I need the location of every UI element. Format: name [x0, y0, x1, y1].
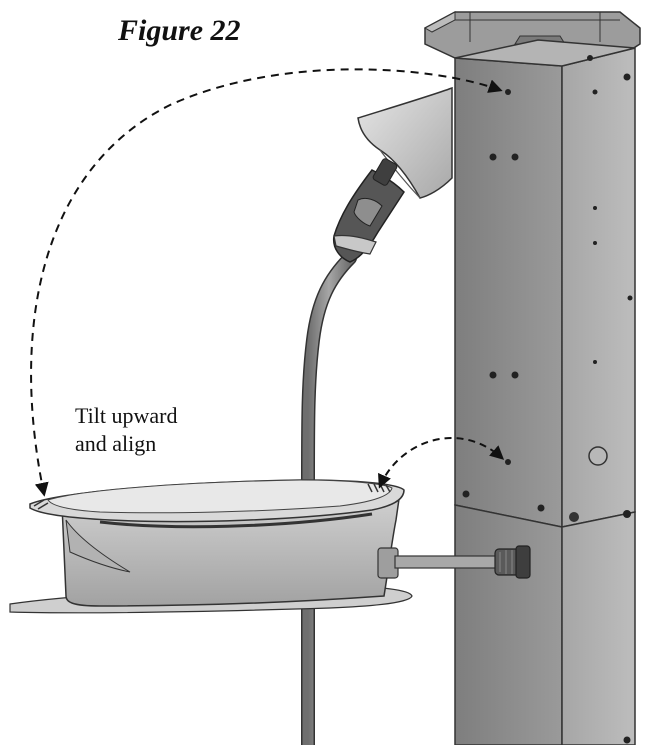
cable-entry-hole [588, 446, 608, 466]
lower-alignment-arrow [378, 437, 505, 489]
cable-holder-bracket [9, 479, 531, 614]
callout-line-1: Tilt upward [75, 403, 178, 428]
holder-mounting-arm [394, 555, 504, 569]
callout-line-2: and align [75, 431, 157, 456]
post-lower-side [561, 511, 636, 745]
pedestal-post [423, 11, 641, 745]
figure-title: Figure 22 [118, 14, 241, 47]
upper-alignment-arrow [30, 68, 503, 497]
tilt-instruction-callout: Tilt upward and align [75, 402, 177, 458]
post-front-face [454, 57, 563, 528]
post-lower-front [454, 504, 563, 745]
charging-connector [301, 158, 405, 745]
